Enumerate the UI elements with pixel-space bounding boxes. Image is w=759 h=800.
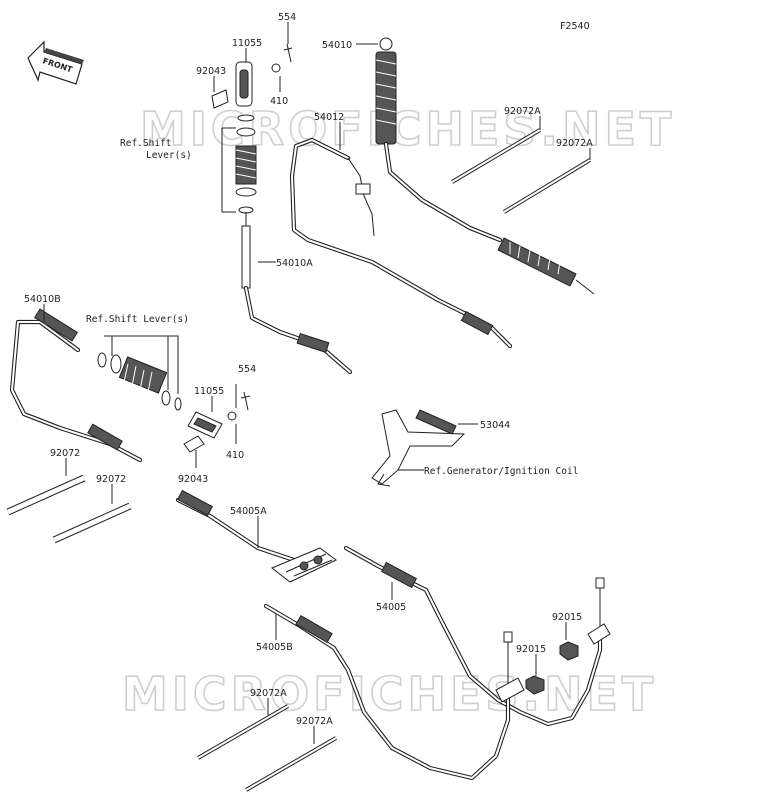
label-92072-2: 92072 — [96, 474, 126, 485]
figure-code: F2540 — [560, 21, 590, 32]
strap-92072-left — [6, 474, 132, 544]
label-54010: 54010 — [322, 40, 352, 51]
cable-54010b — [9, 308, 143, 463]
label-92072a-2: 92072A — [556, 138, 593, 149]
label-92072a-3: 92072A — [250, 688, 287, 699]
watermark-top: MICROFICHES.NET — [140, 102, 675, 156]
label-53044: 53044 — [480, 420, 510, 431]
label-ref-shift-top-1: Ref.Shift — [120, 138, 171, 149]
label-554-mid: 554 — [238, 364, 256, 375]
spring-stack-mid — [97, 335, 182, 411]
generator-bracket — [371, 409, 466, 487]
spring-stack-top — [221, 114, 257, 214]
label-410-mid: 410 — [226, 450, 244, 461]
label-ref-shift-top-2: Lever(s) — [146, 150, 192, 161]
label-54010a: 54010A — [276, 258, 313, 269]
strap-92072a-lower — [196, 704, 338, 792]
label-11055-mid: 11055 — [194, 386, 224, 397]
label-92015-2: 92015 — [516, 644, 546, 655]
cable-junction-block — [271, 547, 337, 583]
label-54010b: 54010B — [24, 294, 61, 305]
strap-92072a-upper — [450, 128, 592, 214]
label-ref-generator: Ref.Generator/Ignition Coil — [424, 466, 578, 477]
watermark-bottom: MICROFICHES.NET — [122, 667, 657, 721]
label-554-top: 554 — [278, 12, 296, 23]
label-92043-mid: 92043 — [178, 474, 208, 485]
label-ref-shift-mid: Ref.Shift Lever(s) — [86, 314, 189, 325]
cable-54010 — [375, 37, 595, 295]
front-arrow-icon: FRONT — [27, 40, 84, 85]
shift-bracket-top — [211, 43, 293, 109]
label-54005: 54005 — [376, 602, 406, 613]
label-54005a: 54005A — [230, 506, 267, 517]
cable-54012 — [289, 137, 513, 349]
label-92072a-1: 92072A — [504, 106, 541, 117]
cable-54010a — [241, 212, 353, 375]
label-54005b: 54005B — [256, 642, 293, 653]
label-11055-top: 11055 — [232, 38, 262, 49]
nuts-92015 — [495, 623, 611, 703]
label-92043-top: 92043 — [196, 66, 226, 77]
cable-54005b — [263, 603, 513, 781]
cable-54005a — [175, 489, 303, 565]
label-92072-1: 92072 — [50, 448, 80, 459]
label-54012: 54012 — [314, 112, 344, 123]
leader-lines — [43, 22, 591, 744]
label-410-top: 410 — [270, 96, 288, 107]
label-92072a-4: 92072A — [296, 716, 333, 727]
label-92015-1: 92015 — [552, 612, 582, 623]
shift-bracket-mid — [183, 391, 251, 453]
